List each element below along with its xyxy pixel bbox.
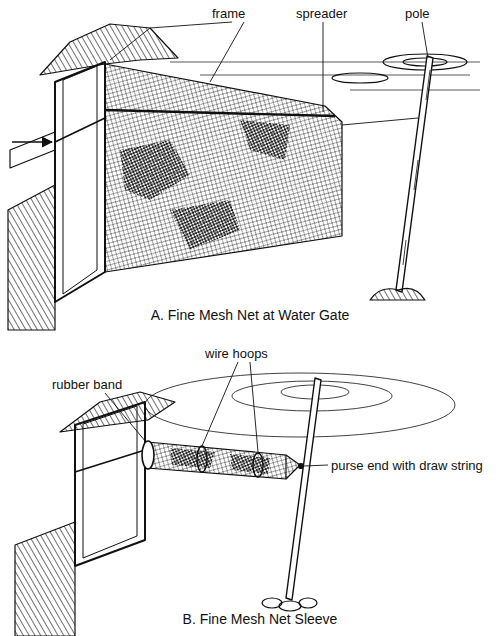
part-label: frame [212, 6, 262, 21]
part-label: spreader [296, 6, 366, 21]
figure-caption: A. Fine Mesh Net at Water Gate [90, 308, 410, 323]
spreader-bar [106, 110, 335, 116]
pole [396, 56, 433, 292]
figure-caption: B. Fine Mesh Net Sleeve [100, 612, 420, 627]
wire-hoop [197, 446, 207, 472]
leader-line [323, 22, 324, 112]
leader-line [110, 22, 244, 82]
frame [55, 118, 105, 142]
rubber-band [142, 441, 154, 469]
gate-sill [10, 132, 55, 168]
ripple [332, 73, 388, 83]
wall [8, 185, 55, 330]
leader-line [202, 362, 258, 452]
mesh-patch [120, 120, 290, 250]
ripple [403, 58, 447, 66]
rope [342, 118, 418, 125]
frame [63, 66, 97, 294]
pole-shading [403, 70, 430, 265]
part-label: wire hoops [205, 346, 295, 361]
part-label: pole [405, 6, 450, 21]
leader-line [105, 393, 146, 442]
frame [75, 402, 145, 566]
frame [75, 450, 145, 472]
frame [55, 62, 105, 302]
part-label: purse end with draw string [331, 458, 499, 473]
panel-b [15, 362, 455, 636]
rock [279, 601, 301, 611]
leader-line [422, 22, 428, 58]
wire-hoop [253, 453, 263, 477]
panel-a [8, 22, 480, 330]
mound [370, 288, 425, 300]
mesh-patch [170, 448, 270, 474]
frame [83, 406, 137, 558]
part-label: rubber band [52, 377, 152, 392]
ripple [145, 373, 455, 437]
pole [286, 378, 321, 600]
net-sleeve [147, 442, 286, 479]
fine-mesh-net [105, 64, 342, 272]
wall [15, 522, 75, 636]
flow-arrow [12, 141, 52, 142]
leader-line [304, 465, 328, 466]
rock [299, 598, 317, 608]
purse-end [286, 455, 300, 479]
